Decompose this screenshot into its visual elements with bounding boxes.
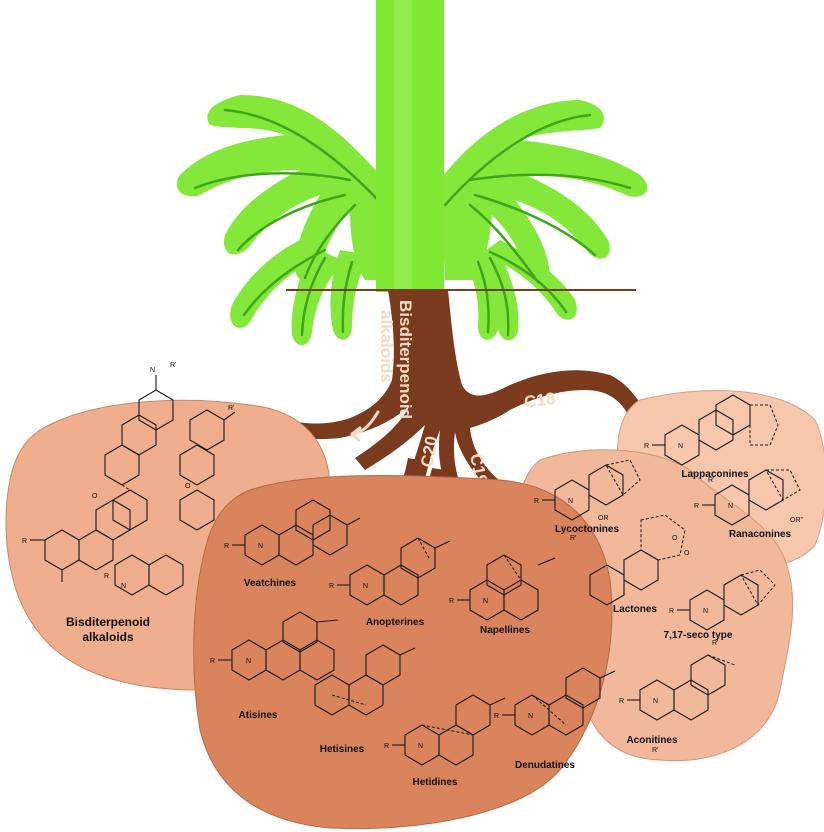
- svg-text:O: O: [185, 483, 191, 490]
- label-atisines: Atisines: [239, 710, 278, 721]
- svg-text:N: N: [703, 608, 708, 615]
- svg-text:R': R': [712, 640, 718, 647]
- svg-text:N: N: [258, 543, 263, 550]
- svg-text:N: N: [363, 583, 368, 590]
- svg-text:R: R: [619, 698, 624, 705]
- svg-text:R: R: [534, 498, 539, 505]
- label-lycoctonines: Lycoctonines: [555, 524, 620, 535]
- svg-text:O: O: [684, 550, 690, 557]
- label-bisditerpenoid-line2: alkaloids: [82, 630, 134, 644]
- left-leaf-cluster: [177, 95, 380, 345]
- svg-text:R: R: [224, 543, 229, 550]
- root-label-bisditerpenoid-line1: Bisditerpenoid: [396, 300, 415, 419]
- label-aconitines: Aconitines: [626, 735, 678, 746]
- svg-text:R: R: [694, 503, 699, 510]
- svg-text:R: R: [22, 538, 27, 545]
- svg-text:R: R: [104, 573, 109, 580]
- label-veatchines: Veatchines: [244, 578, 297, 589]
- svg-text:OR: OR: [598, 515, 609, 522]
- svg-text:OR'': OR'': [790, 517, 803, 524]
- svg-text:N: N: [483, 598, 488, 605]
- svg-text:N: N: [653, 698, 658, 705]
- right-leaf-cluster: [440, 100, 647, 340]
- label-napellines: Napellines: [480, 625, 530, 636]
- svg-text:R: R: [494, 713, 499, 720]
- label-bisditerpenoid-line1: Bisditerpenoid: [66, 615, 150, 629]
- label-anopterines: Anopterines: [366, 617, 425, 628]
- label-lactones: Lactones: [613, 604, 657, 615]
- svg-text:N: N: [728, 503, 733, 510]
- svg-text:R: R: [384, 743, 389, 750]
- svg-text:R: R: [449, 598, 454, 605]
- svg-text:R': R': [228, 405, 234, 412]
- svg-text:R': R': [170, 362, 176, 369]
- svg-text:R: R: [644, 443, 649, 450]
- svg-text:R: R: [210, 658, 215, 665]
- label-hetisines: Hetisines: [320, 744, 365, 755]
- root-label-c20: C20: [417, 435, 441, 469]
- label-denudatines: Denudatines: [515, 760, 575, 771]
- root-label-bisditerpenoid-line2: alkaloids: [377, 310, 396, 383]
- svg-text:O: O: [672, 535, 678, 542]
- svg-text:N: N: [150, 367, 155, 374]
- svg-text:R: R: [329, 583, 334, 590]
- svg-text:N: N: [121, 583, 126, 590]
- svg-text:O: O: [92, 493, 98, 500]
- svg-text:N: N: [678, 443, 683, 450]
- svg-text:N: N: [418, 743, 423, 750]
- label-lappaconines: Lappaconines: [681, 469, 749, 480]
- label-hetidines: Hetidines: [412, 777, 457, 788]
- svg-text:R: R: [669, 608, 674, 615]
- svg-text:N: N: [246, 658, 251, 665]
- svg-text:R': R': [570, 535, 576, 542]
- root-label-c18: C18: [523, 389, 557, 412]
- svg-text:N: N: [528, 713, 533, 720]
- svg-text:N: N: [568, 498, 573, 505]
- svg-text:R': R': [652, 747, 658, 754]
- label-seco-type: 7,17-seco type: [664, 630, 733, 641]
- label-ranaconines: Ranaconines: [729, 529, 792, 540]
